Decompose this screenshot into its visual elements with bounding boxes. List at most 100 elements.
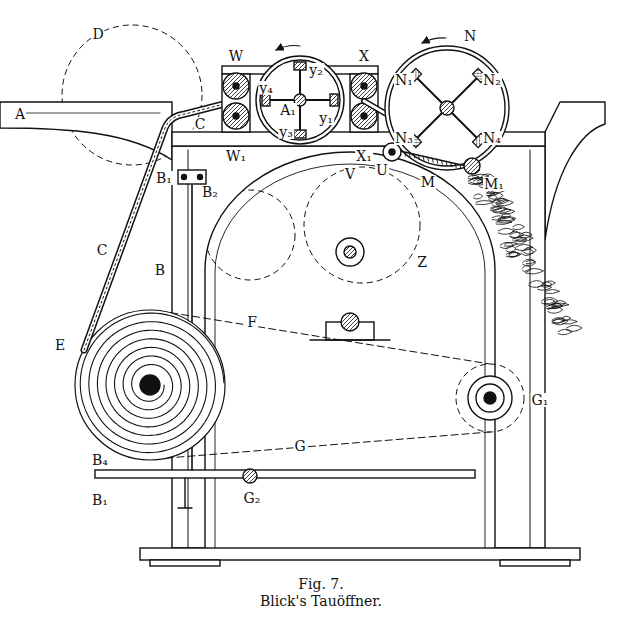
callout-letter: V (344, 167, 356, 181)
spiked-drum (389, 50, 505, 166)
rope (84, 101, 236, 350)
callout-letter: G₂ (243, 491, 262, 505)
callout-letter: U (375, 163, 389, 177)
roller-housing (222, 74, 250, 132)
callout-letter: X (358, 49, 370, 63)
rotation-arrow (276, 46, 300, 51)
fibre-tuft (567, 325, 583, 331)
fibre-tuft (492, 216, 506, 221)
rope-coil (80, 313, 224, 452)
roller-axle (233, 83, 239, 89)
pressure-roller (464, 158, 480, 174)
fibre-tuft (544, 299, 555, 304)
fibre-tuft (498, 228, 514, 234)
frame-base (140, 548, 580, 560)
fibre-tuft (538, 285, 552, 290)
rotation-arrow (422, 38, 446, 43)
callout-letter: y₂ (308, 63, 324, 77)
spiked-drum (385, 46, 509, 170)
fibre-tuft (500, 209, 514, 214)
drum-hub (440, 101, 454, 115)
frame-rib (188, 150, 530, 548)
drum-spoke (264, 64, 336, 136)
fibre-tuft (526, 260, 535, 264)
frame-beam (172, 132, 545, 146)
fibre-tuft (552, 319, 564, 323)
fibre-tuft (511, 232, 524, 237)
feed-roller (223, 103, 249, 129)
callout-letter: W₁ (225, 149, 247, 163)
callout-letter: B₂ (201, 185, 219, 199)
frame-arm (545, 102, 605, 240)
spike-block (294, 130, 306, 138)
fibre-tuft (529, 281, 545, 288)
frame-foot (500, 560, 570, 566)
frame-arm (0, 102, 172, 160)
frame-foot (150, 560, 220, 566)
callout-letter: M (420, 175, 436, 189)
fibre-tuft (552, 303, 569, 307)
roller-axle (361, 113, 367, 119)
callout-letter: N₃ (394, 131, 414, 145)
callout-letter: y₃ (278, 125, 294, 139)
callout-letter: W (228, 49, 244, 63)
spike-block (262, 94, 270, 106)
coil-hub (140, 375, 160, 395)
callout-letter: M₁ (483, 177, 505, 191)
callout-letter: N (463, 29, 477, 43)
frame-body (172, 146, 545, 548)
dashed-circle (456, 364, 524, 432)
callout-letter: C (96, 243, 109, 257)
coil-ground (75, 310, 225, 460)
callout-letter: G₁ (531, 393, 550, 407)
callout-letter: N₁ (394, 73, 414, 87)
quadrant (400, 151, 466, 166)
bearing-boss (336, 238, 364, 266)
fibre-tuft (522, 249, 534, 256)
callout-letter: B₁ (91, 493, 109, 507)
frame-rib (215, 164, 485, 548)
pulley (476, 384, 504, 412)
pulley (468, 376, 512, 420)
bolt (182, 175, 187, 180)
bearing (344, 246, 356, 258)
callout-letter: y₄ (258, 81, 274, 95)
callout-letter: F (246, 315, 258, 329)
callout-letter: A (14, 107, 26, 121)
pulley-hub (484, 392, 496, 404)
callout-letter: Z (416, 255, 428, 269)
feed-roller (351, 73, 377, 99)
roller-axle (233, 113, 239, 119)
fibre-tuft (498, 198, 506, 202)
callout-letter: B₁ (155, 171, 173, 185)
fibre-tuft (474, 194, 483, 199)
callout-letter: G (293, 439, 306, 453)
bearing (341, 313, 359, 331)
callout-letter: B (154, 263, 166, 277)
callout-letter: A₁ (279, 103, 297, 117)
spike-block (294, 62, 306, 70)
fibre-tuft (506, 252, 520, 257)
callout-letter: N₄ (482, 131, 502, 145)
callout-letter: Fig. 7. (297, 577, 344, 591)
callout-letter: E (54, 338, 66, 352)
opening-drum (260, 60, 340, 140)
bracket-bolt (178, 478, 192, 508)
bolt (198, 175, 203, 180)
fibre-tuft (558, 329, 572, 335)
frame-rib (20, 113, 160, 114)
callout-letter: B₄ (91, 453, 109, 467)
rope (84, 101, 236, 350)
gear (383, 143, 401, 161)
callout-letter: X₁ (355, 149, 373, 163)
callout-letter: D (91, 27, 104, 41)
gear-teeth (400, 151, 465, 170)
spike-block (330, 94, 338, 106)
opening-drum (256, 56, 344, 144)
callout-letter: C (194, 117, 207, 131)
fibre-tuft (496, 200, 513, 206)
lever-bar (95, 470, 475, 478)
bearing-base (310, 339, 390, 340)
